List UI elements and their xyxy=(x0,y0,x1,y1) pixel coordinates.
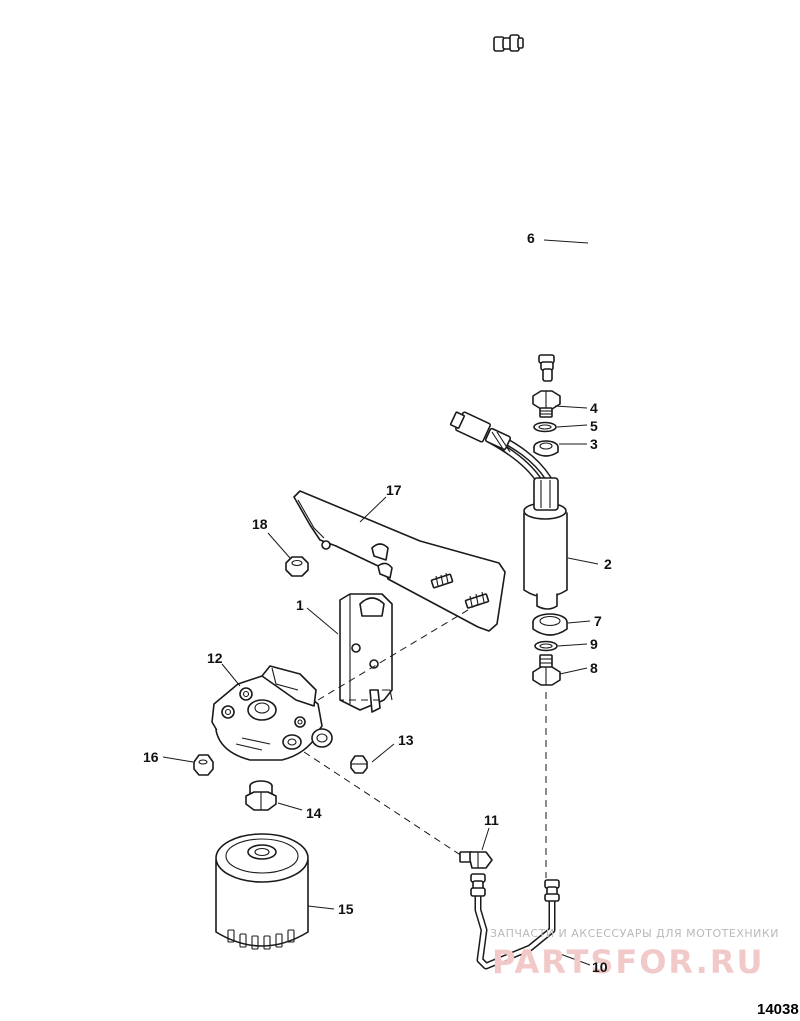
fitting-11 xyxy=(459,851,493,869)
callout-5: 5 xyxy=(590,418,598,434)
callout-16: 16 xyxy=(143,749,159,765)
callout-10: 10 xyxy=(592,959,608,975)
o-ring-9 xyxy=(534,640,558,652)
fitting-3 xyxy=(533,440,559,457)
assembly-dashed-lines xyxy=(303,603,547,878)
callout-12: 12 xyxy=(207,650,223,666)
callout-13: 13 xyxy=(398,732,414,748)
callout-2: 2 xyxy=(604,556,612,572)
callout-18: 18 xyxy=(252,516,268,532)
fitting-13 xyxy=(350,755,368,774)
electric-fuel-pump-2 xyxy=(523,477,568,610)
callout-17: 17 xyxy=(386,482,402,498)
callout-7: 7 xyxy=(594,613,602,629)
filter-head-12 xyxy=(211,665,333,761)
callout-8: 8 xyxy=(590,660,598,676)
nut-16 xyxy=(193,754,214,776)
filter-bracket-1 xyxy=(339,593,393,713)
callout-1: 1 xyxy=(296,597,304,613)
drain-plug-14 xyxy=(245,780,277,811)
watermark-brand: PARTSFOR.RU xyxy=(492,943,764,981)
callout-4: 4 xyxy=(590,400,598,416)
callout-3: 3 xyxy=(590,436,598,452)
callout-6: 6 xyxy=(527,230,535,246)
mounting-bracket-17 xyxy=(293,490,506,632)
callout-labels: 6 4 5 3 2 7 9 8 17 18 1 12 13 16 14 11 1… xyxy=(143,230,612,975)
o-ring-5 xyxy=(533,421,557,433)
bushing-7 xyxy=(532,613,568,636)
callout-14: 14 xyxy=(306,805,322,821)
callout-15: 15 xyxy=(338,901,354,917)
stud-lower xyxy=(464,591,490,609)
callout-11: 11 xyxy=(484,812,499,828)
fitting-8 xyxy=(532,654,561,686)
nut-18 xyxy=(285,556,309,577)
filter-notches xyxy=(227,929,295,950)
leader-lines xyxy=(162,239,599,966)
fitting-4 xyxy=(532,390,561,418)
watermark: ЗАПЧАСТИ И АКСЕССУАРЫ ДЛЯ МОТОТЕХНИКИ PA… xyxy=(490,927,779,981)
stud-upper xyxy=(430,572,454,589)
watermark-tagline: ЗАПЧАСТИ И АКСЕССУАРЫ ДЛЯ МОТОТЕХНИКИ xyxy=(490,927,779,940)
callout-9: 9 xyxy=(590,636,598,652)
fuel-filter-15 xyxy=(215,833,309,950)
fuel-line-upper xyxy=(472,34,620,382)
figure-number: 14038 xyxy=(757,1001,799,1018)
fuel-line-lower-10 xyxy=(470,873,560,970)
